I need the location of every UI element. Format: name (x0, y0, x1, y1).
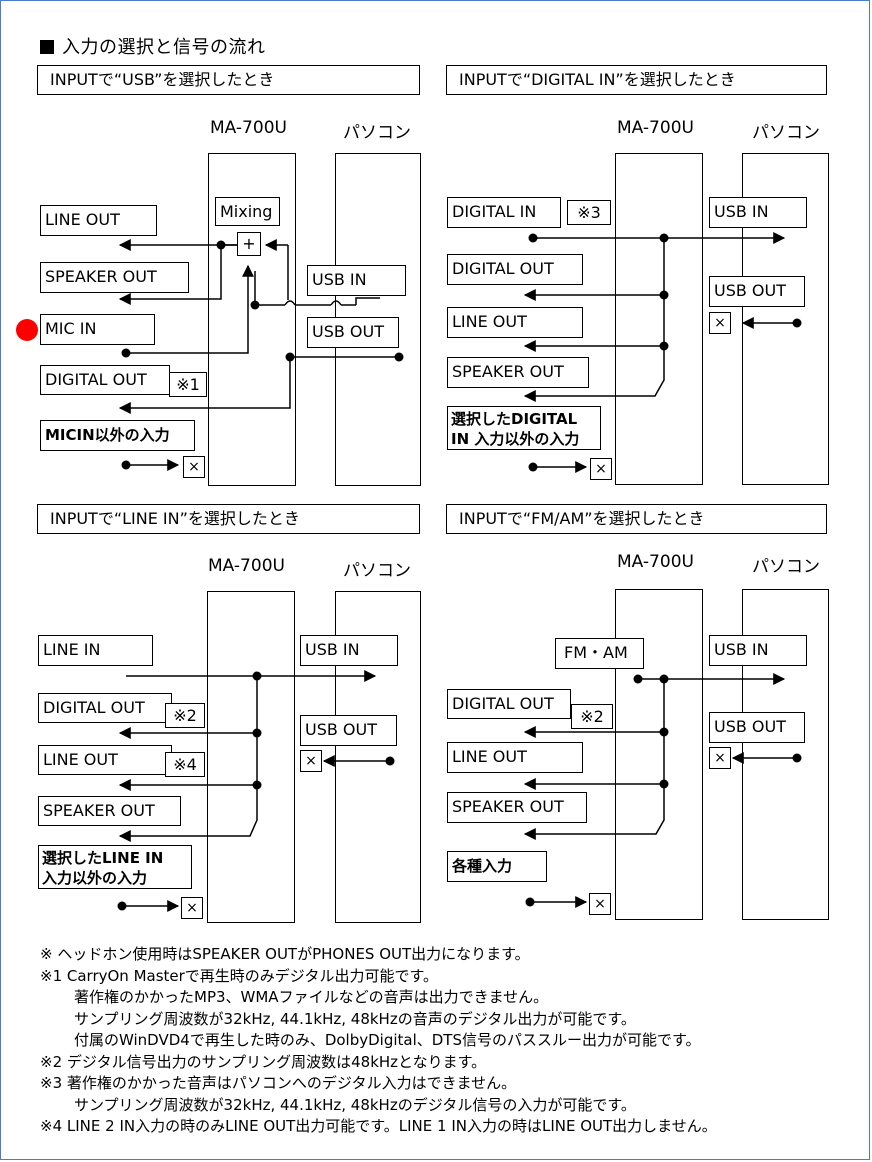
line-in-box: LINE IN (38, 635, 153, 666)
blocked-x-icon: × (709, 747, 731, 769)
footnote-general: ※ ヘッドホン使用時はSPEAKER OUTがPHONES OUT出力になります… (40, 945, 530, 963)
usb-in-box: USB IN (709, 197, 807, 228)
footnote-1-line-4: 付属のWinDVD4で再生した時のみ、DolbyDigital、DTS信号のパス… (74, 1031, 701, 1049)
usb-in-box: USB IN (300, 635, 398, 666)
device-column-linein (207, 591, 295, 923)
section-linein-header: INPUTで“LINE IN”を選択したとき (37, 504, 420, 534)
blocked-x-icon: × (300, 750, 322, 772)
line-out-box: LINE OUT (40, 205, 157, 236)
mic-in-box: MIC IN (40, 314, 155, 345)
device-column-fmam (615, 589, 703, 920)
pc-label-digital: パソコン (752, 123, 820, 143)
footnote-2: ※2 デジタル信号出力のサンプリング周波数は48kHzとなります。 (40, 1052, 487, 1071)
device-column-usb (208, 153, 296, 486)
blocked-x-icon: × (590, 458, 612, 480)
note-ref-1: ※1 (169, 372, 207, 397)
pc-label-linein: パソコン (343, 561, 411, 581)
speaker-out-box: SPEAKER OUT (38, 796, 181, 826)
pc-label-fmam: パソコン (752, 557, 820, 577)
footnote-3-line-2: サンプリング周波数が32kHz, 44.1kHz, 48kHzのデジタル信号の入… (74, 1095, 636, 1114)
note-ref-3: ※3 (567, 200, 611, 225)
line-out-box: LINE OUT (38, 745, 172, 775)
footnote-3: ※3 著作権のかかった音声はパソコンへのデジタル入力はできません。 (40, 1074, 517, 1092)
speaker-out-box: SPEAKER OUT (447, 792, 587, 823)
line-out-box: LINE OUT (447, 742, 583, 773)
blocked-x-icon: × (181, 897, 203, 919)
blocked-x-icon: × (183, 456, 205, 478)
digital-out-box: DIGITAL OUT (40, 365, 170, 395)
digital-out-box: DIGITAL OUT (38, 693, 172, 723)
section-usb-header: INPUTで“USB”を選択したとき (37, 65, 420, 95)
pc-label-usb: パソコン (343, 123, 411, 143)
footnote-1: ※1 CarryOn Masterで再生時のみデジタル出力可能です。 (40, 966, 439, 985)
other-input-box: MICIN以外の入力 (40, 420, 195, 451)
footnote-1-line-3: サンプリング周波数が32kHz, 44.1kHz, 48kHzの音声のデジタル出… (74, 1009, 636, 1028)
digital-in-box: DIGITAL IN (447, 197, 561, 228)
page-title: 入力の選択と信号の流れ (40, 33, 266, 59)
usb-out-box: USB OUT (307, 317, 399, 348)
usb-in-box: USB IN (307, 265, 406, 296)
line-out-box: LINE OUT (447, 307, 583, 338)
footnotes: ※ ヘッドホン使用時はSPEAKER OUTがPHONES OUT出力になります… (40, 944, 717, 1138)
device-label-fmam: MA-700U (617, 552, 694, 572)
fm-am-box: FM・AM (555, 638, 644, 669)
device-column-digital (615, 153, 703, 485)
footnote-4: ※4 LINE 2 IN入力の時のみLINE OUT出力可能です。LINE 1 … (40, 1117, 717, 1135)
device-label-linein: MA-700U (208, 556, 285, 576)
note-ref-2: ※2 (571, 704, 613, 729)
note-ref-4: ※4 (165, 752, 205, 777)
digital-out-box: DIGITAL OUT (447, 689, 571, 719)
pc-column-linein (335, 591, 421, 923)
blocked-x-icon: × (709, 312, 731, 334)
device-label-digital: MA-700U (617, 118, 694, 138)
footnote-1-line-2: 著作権のかかったMP3、WMAファイルなどの音声は出力できません。 (74, 988, 549, 1006)
note-ref-2: ※2 (165, 703, 205, 728)
section-fmam-header: INPUTで“FM/AM”を選択したとき (446, 504, 827, 534)
red-marker-dot (16, 319, 38, 341)
usb-out-box: USB OUT (709, 712, 805, 743)
digital-out-box: DIGITAL OUT (447, 254, 583, 285)
usb-in-box: USB IN (709, 635, 807, 666)
square-bullet-icon (40, 40, 54, 54)
speaker-out-box: SPEAKER OUT (40, 262, 189, 293)
section-digital-header: INPUTで“DIGITAL IN”を選択したとき (446, 65, 827, 95)
blocked-x-icon: × (589, 893, 611, 915)
usb-out-box: USB OUT (300, 715, 397, 746)
usb-out-box: USB OUT (709, 276, 805, 307)
mixing-box: Mixing (215, 197, 280, 226)
various-input-box: 各種入力 (447, 851, 547, 882)
mixer-plus-icon: + (237, 232, 261, 256)
device-label-usb: MA-700U (210, 118, 287, 138)
speaker-out-box: SPEAKER OUT (447, 357, 589, 388)
